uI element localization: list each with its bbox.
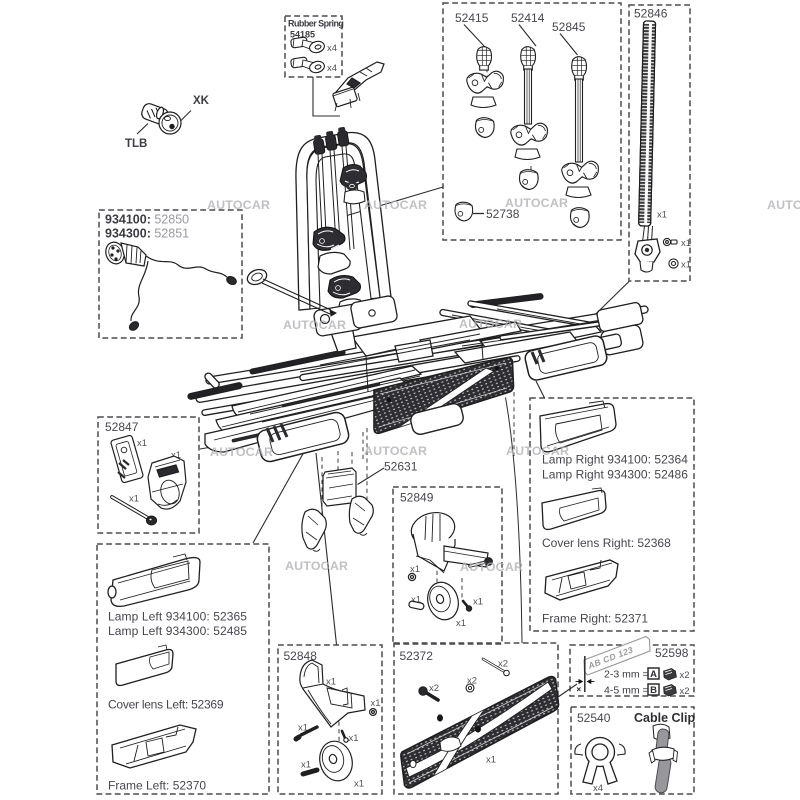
svg-text:x1: x1: [171, 450, 181, 461]
svg-text:52738: 52738: [486, 207, 520, 221]
svg-text:x1: x1: [129, 494, 139, 505]
svg-text:Lamp Right 934300: 52486: Lamp Right 934300: 52486: [542, 468, 688, 482]
svg-text:Lamp Right 934100: 52364: Lamp Right 934100: 52364: [542, 453, 688, 467]
svg-text:x2: x2: [498, 659, 508, 670]
svg-text:52415: 52415: [455, 11, 489, 25]
svg-text:934100: 52850: 934100: 52850: [105, 213, 189, 227]
svg-text:x1: x1: [681, 260, 691, 271]
svg-text:Rubber Spring: Rubber Spring: [288, 19, 343, 29]
svg-text:x1: x1: [410, 564, 420, 575]
svg-text:x4: x4: [327, 43, 337, 54]
svg-text:AUTOCAR: AUTOCAR: [460, 560, 523, 574]
svg-text:52372: 52372: [400, 649, 434, 663]
svg-text:4-5 mm =: 4-5 mm =: [604, 685, 649, 697]
svg-text:Lamp Left 934100: 52365: Lamp Left 934100: 52365: [108, 610, 247, 624]
svg-text:AUTOCAR: AUTOCAR: [283, 318, 346, 332]
svg-text:x1: x1: [137, 438, 147, 449]
svg-text:x4: x4: [327, 63, 337, 74]
svg-text:52845: 52845: [552, 20, 586, 34]
svg-text:AUTOCAR: AUTOCAR: [459, 317, 522, 331]
svg-text:AUTOCAR: AUTOCAR: [505, 196, 568, 210]
svg-text:52414: 52414: [511, 11, 545, 25]
svg-text:AUTOCAR: AUTOCAR: [364, 198, 427, 212]
svg-text:x1: x1: [371, 698, 381, 709]
svg-text:x1: x1: [301, 760, 311, 771]
svg-text:Lamp Left 934300: 52485: Lamp Left 934300: 52485: [108, 624, 247, 638]
svg-text:x4: x4: [593, 783, 603, 794]
svg-text:x2: x2: [467, 676, 477, 687]
svg-text:Cover lens Right: 52368: Cover lens Right: 52368: [542, 536, 671, 550]
svg-text:x1: x1: [486, 755, 496, 766]
svg-text:Cover lens Left: 52369: Cover lens Left: 52369: [108, 698, 224, 712]
svg-text:TLB: TLB: [125, 138, 147, 150]
svg-text:Cable Clip: Cable Clip: [634, 711, 695, 725]
svg-text:52847: 52847: [105, 420, 139, 434]
svg-text:x1: x1: [657, 210, 667, 221]
svg-text:52540: 52540: [577, 711, 611, 725]
svg-text:A: A: [650, 669, 657, 680]
svg-text:54185: 54185: [290, 30, 315, 40]
svg-text:x1: x1: [473, 597, 483, 608]
svg-text:934300: 52851: 934300: 52851: [105, 227, 189, 241]
svg-text:XK: XK: [193, 95, 210, 107]
svg-text:AUTOCAR: AUTOCAR: [506, 444, 569, 458]
svg-text:x1: x1: [456, 618, 466, 629]
svg-text:x2: x2: [680, 670, 690, 681]
svg-text:52849: 52849: [400, 491, 434, 505]
svg-text:AUTOCAR: AUTOCAR: [285, 559, 348, 573]
svg-text:x1: x1: [411, 595, 421, 606]
svg-text:x2: x2: [429, 683, 439, 694]
svg-text:x2: x2: [680, 686, 690, 697]
svg-text:AUTOCAR: AUTOCAR: [207, 198, 270, 212]
svg-text:52598: 52598: [655, 646, 689, 660]
svg-text:x1: x1: [349, 733, 359, 744]
svg-text:AUTOCAR: AUTOCAR: [767, 198, 800, 212]
svg-text:Frame Right: 52371: Frame Right: 52371: [542, 612, 648, 626]
svg-text:x1: x1: [354, 779, 364, 790]
svg-text:52848: 52848: [284, 649, 318, 663]
svg-text:52846: 52846: [634, 7, 668, 21]
svg-text:52631: 52631: [384, 460, 418, 474]
svg-text:x1: x1: [681, 238, 691, 249]
svg-text:x1: x1: [298, 723, 308, 734]
svg-text:x1: x1: [326, 677, 336, 688]
svg-text:B: B: [650, 685, 657, 696]
svg-text:2-3 mm =: 2-3 mm =: [604, 669, 649, 681]
svg-text:Frame Left: 52370: Frame Left: 52370: [108, 779, 206, 793]
svg-text:AUTOCAR: AUTOCAR: [210, 445, 273, 459]
svg-text:AUTOCAR: AUTOCAR: [364, 444, 427, 458]
